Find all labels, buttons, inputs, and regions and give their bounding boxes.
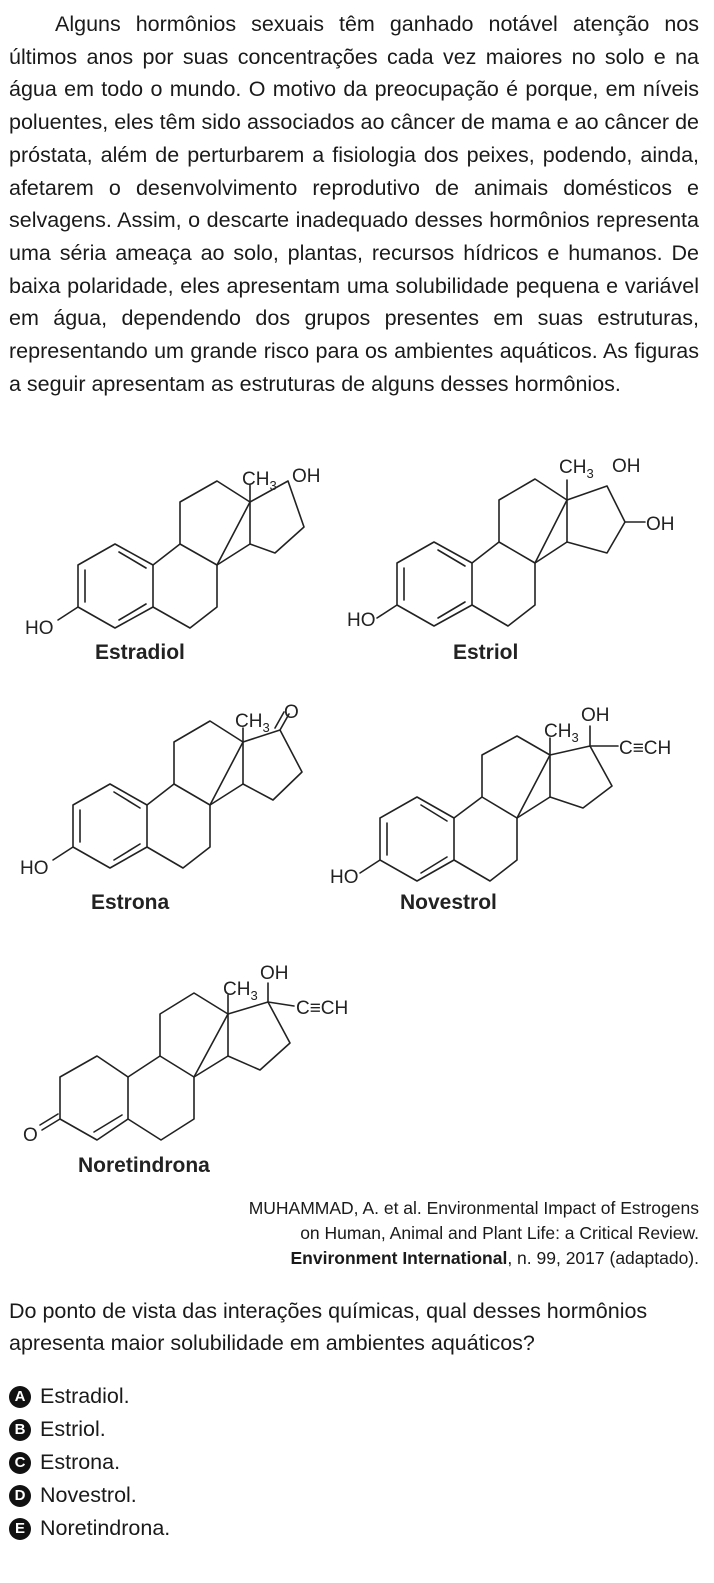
estrona-ch: CH bbox=[235, 711, 262, 732]
svg-text:CH3: CH3 bbox=[559, 457, 594, 481]
noretindrona-alkyne: C≡CH bbox=[296, 998, 348, 1019]
estradiol-structure: HO CH3 OH Estradiol bbox=[25, 466, 321, 664]
citation-line-3: Environment International, n. 99, 2017 (… bbox=[290, 1248, 700, 1268]
estriol-ch: CH bbox=[559, 457, 586, 478]
svg-text:CH3: CH3 bbox=[242, 469, 277, 493]
estradiol-name: Estradiol bbox=[95, 641, 185, 664]
estriol-oh2: OH bbox=[646, 514, 675, 535]
option-d-text: Novestrol. bbox=[40, 1483, 137, 1507]
estradiol-oh: OH bbox=[292, 466, 321, 487]
option-e-text: Noretindrona. bbox=[40, 1516, 171, 1540]
novestrol-ch: CH bbox=[544, 721, 571, 742]
citation-line-2: on Human, Animal and Plant Life: a Criti… bbox=[300, 1223, 699, 1243]
option-d[interactable]: D Novestrol. bbox=[9, 1479, 170, 1512]
option-b-badge: B bbox=[9, 1418, 31, 1441]
citation: MUHAMMAD, A. et al. Environmental Impact… bbox=[249, 1196, 699, 1271]
option-a[interactable]: A Estradiol. bbox=[9, 1380, 170, 1413]
novestrol-alkyne: C≡CH bbox=[619, 738, 671, 759]
noretindrona-structure: O CH3 OH C≡CH Noretindrona bbox=[23, 963, 348, 1177]
option-a-text: Estradiol. bbox=[40, 1384, 130, 1408]
option-b-text: Estriol. bbox=[40, 1417, 106, 1441]
estriol-ho: HO bbox=[347, 610, 376, 631]
svg-text:CH3: CH3 bbox=[223, 979, 258, 1003]
answer-options: A Estradiol. B Estriol. C Estrona. D Novestr… bbox=[9, 1380, 170, 1545]
noretindrona-ch: CH bbox=[223, 979, 250, 1000]
option-e-badge: E bbox=[9, 1517, 31, 1540]
svg-text:CH3: CH3 bbox=[235, 711, 270, 735]
option-c[interactable]: C Estrona. bbox=[9, 1446, 170, 1479]
estradiol-ch: CH bbox=[242, 469, 269, 490]
passage-text: Alguns hormônios sexuais têm ganhado not… bbox=[9, 12, 699, 396]
estradiol-ho: HO bbox=[25, 618, 54, 639]
noretindrona-o: O bbox=[23, 1125, 38, 1146]
estrona-structure: HO CH3 O Estrona bbox=[20, 702, 303, 914]
svg-text:CH3: CH3 bbox=[544, 721, 579, 745]
novestrol-oh: OH bbox=[581, 705, 610, 726]
citation-line-1: MUHAMMAD, A. et al. Environmental Impact… bbox=[248, 1198, 699, 1218]
novestrol-structure: HO CH3 OH C≡CH Novestrol bbox=[330, 705, 671, 914]
novestrol-ho: HO bbox=[330, 867, 359, 888]
option-c-badge: C bbox=[9, 1451, 31, 1474]
estriol-structure: HO CH3 OH OH Estriol bbox=[347, 456, 675, 664]
estrona-ho: HO bbox=[20, 858, 49, 879]
option-a-badge: A bbox=[9, 1385, 31, 1408]
estriol-oh: OH bbox=[612, 456, 641, 477]
novestrol-name: Novestrol bbox=[400, 891, 497, 914]
option-b[interactable]: B Estriol. bbox=[9, 1413, 170, 1446]
noretindrona-oh: OH bbox=[260, 963, 289, 984]
question-text: Do ponto de vista das interações química… bbox=[9, 1299, 648, 1355]
noretindrona-name: Noretindrona bbox=[78, 1154, 210, 1177]
citation-journal: Environment International bbox=[290, 1248, 508, 1268]
estrona-name: Estrona bbox=[91, 891, 170, 914]
estriol-name: Estriol bbox=[453, 641, 518, 664]
option-c-text: Estrona. bbox=[40, 1450, 121, 1474]
estrona-o: O bbox=[284, 702, 299, 723]
option-e[interactable]: E Noretindrona. bbox=[9, 1512, 170, 1545]
option-d-badge: D bbox=[9, 1484, 31, 1507]
